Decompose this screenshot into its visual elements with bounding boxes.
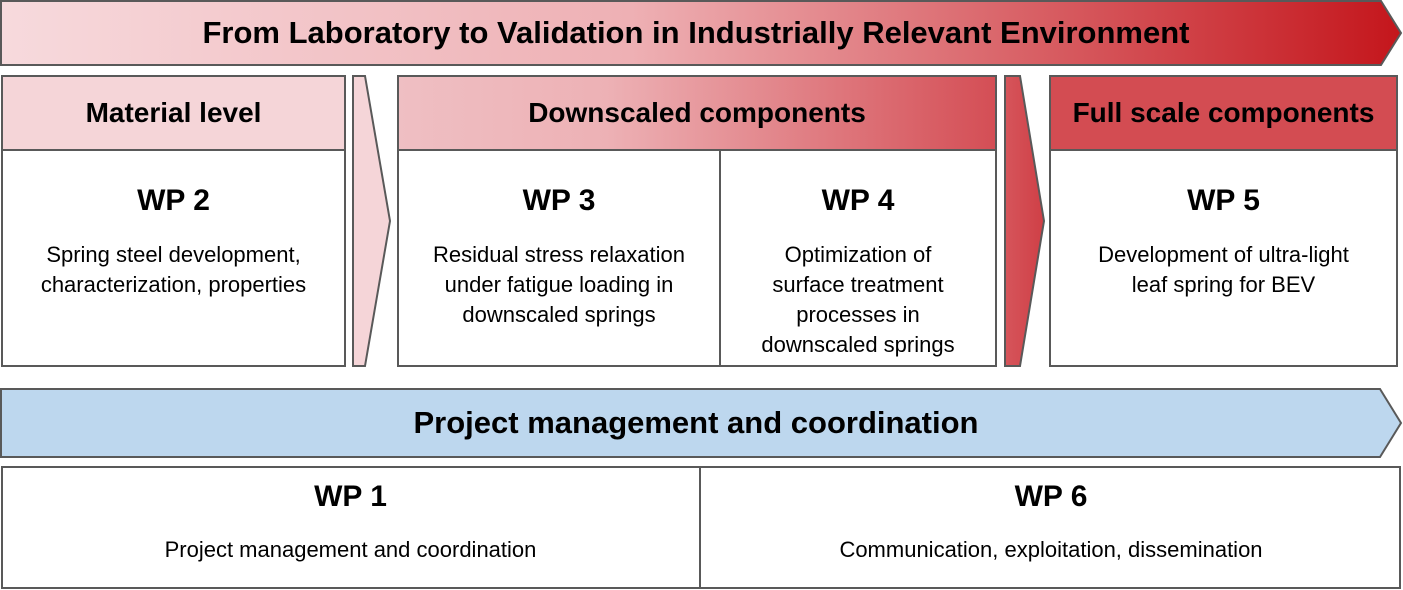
wp2-description: Spring steel development, characterizati…: [40, 242, 307, 297]
bottom-banner-arrow: [0, 388, 1403, 458]
top-banner-title: From Laboratory to Validation in Industr…: [202, 15, 1190, 50]
bottom-wp-container: [1, 466, 1401, 589]
wp3-box: WP 3 Residual stress relaxation under fa…: [397, 149, 721, 367]
wp6-description: Communication, exploitation, disseminati…: [839, 537, 1263, 562]
downscaled-header-bg: [397, 75, 997, 151]
wp1-box: WP 1 Project management and coordination: [1, 466, 700, 589]
stage-header-material-level: Material level: [1, 75, 346, 151]
wp1-title: WP 1: [314, 480, 387, 513]
wp5-box: WP 5 Development of ultra-light leaf spr…: [1049, 149, 1398, 367]
bottom-wp-divider: [699, 466, 701, 589]
stage-header-downscaled-components: Downscaled components: [528, 97, 866, 128]
chevron-arrow-2: [1004, 75, 1046, 367]
wp5-description: Development of ultra-light leaf spring f…: [1098, 242, 1349, 297]
wp3-description: Residual stress relaxation under fatigue…: [433, 242, 685, 327]
wp5-title: WP 5: [1187, 184, 1260, 217]
bottom-banner-title: Project management and coordination: [413, 405, 979, 440]
wp2-title: WP 2: [137, 184, 210, 217]
wp3-title: WP 3: [522, 184, 596, 217]
wp4-box: WP 4 Optimization of surface treatment p…: [719, 149, 997, 367]
wp6-title: WP 6: [1014, 480, 1088, 513]
wp4-title: WP 4: [821, 184, 895, 217]
wp6-box: WP 6 Communication, exploitation, dissem…: [701, 466, 1401, 589]
top-banner-arrow: [0, 0, 1403, 66]
wp1-description: Project management and coordination: [164, 537, 537, 562]
wp2-box: WP 2 Spring steel development, character…: [1, 149, 346, 367]
wp4-description: Optimization of surface treatment proces…: [761, 242, 955, 357]
stage-header-full-scale-components: Full scale components: [1049, 75, 1398, 151]
chevron-arrow-1: [352, 75, 392, 367]
